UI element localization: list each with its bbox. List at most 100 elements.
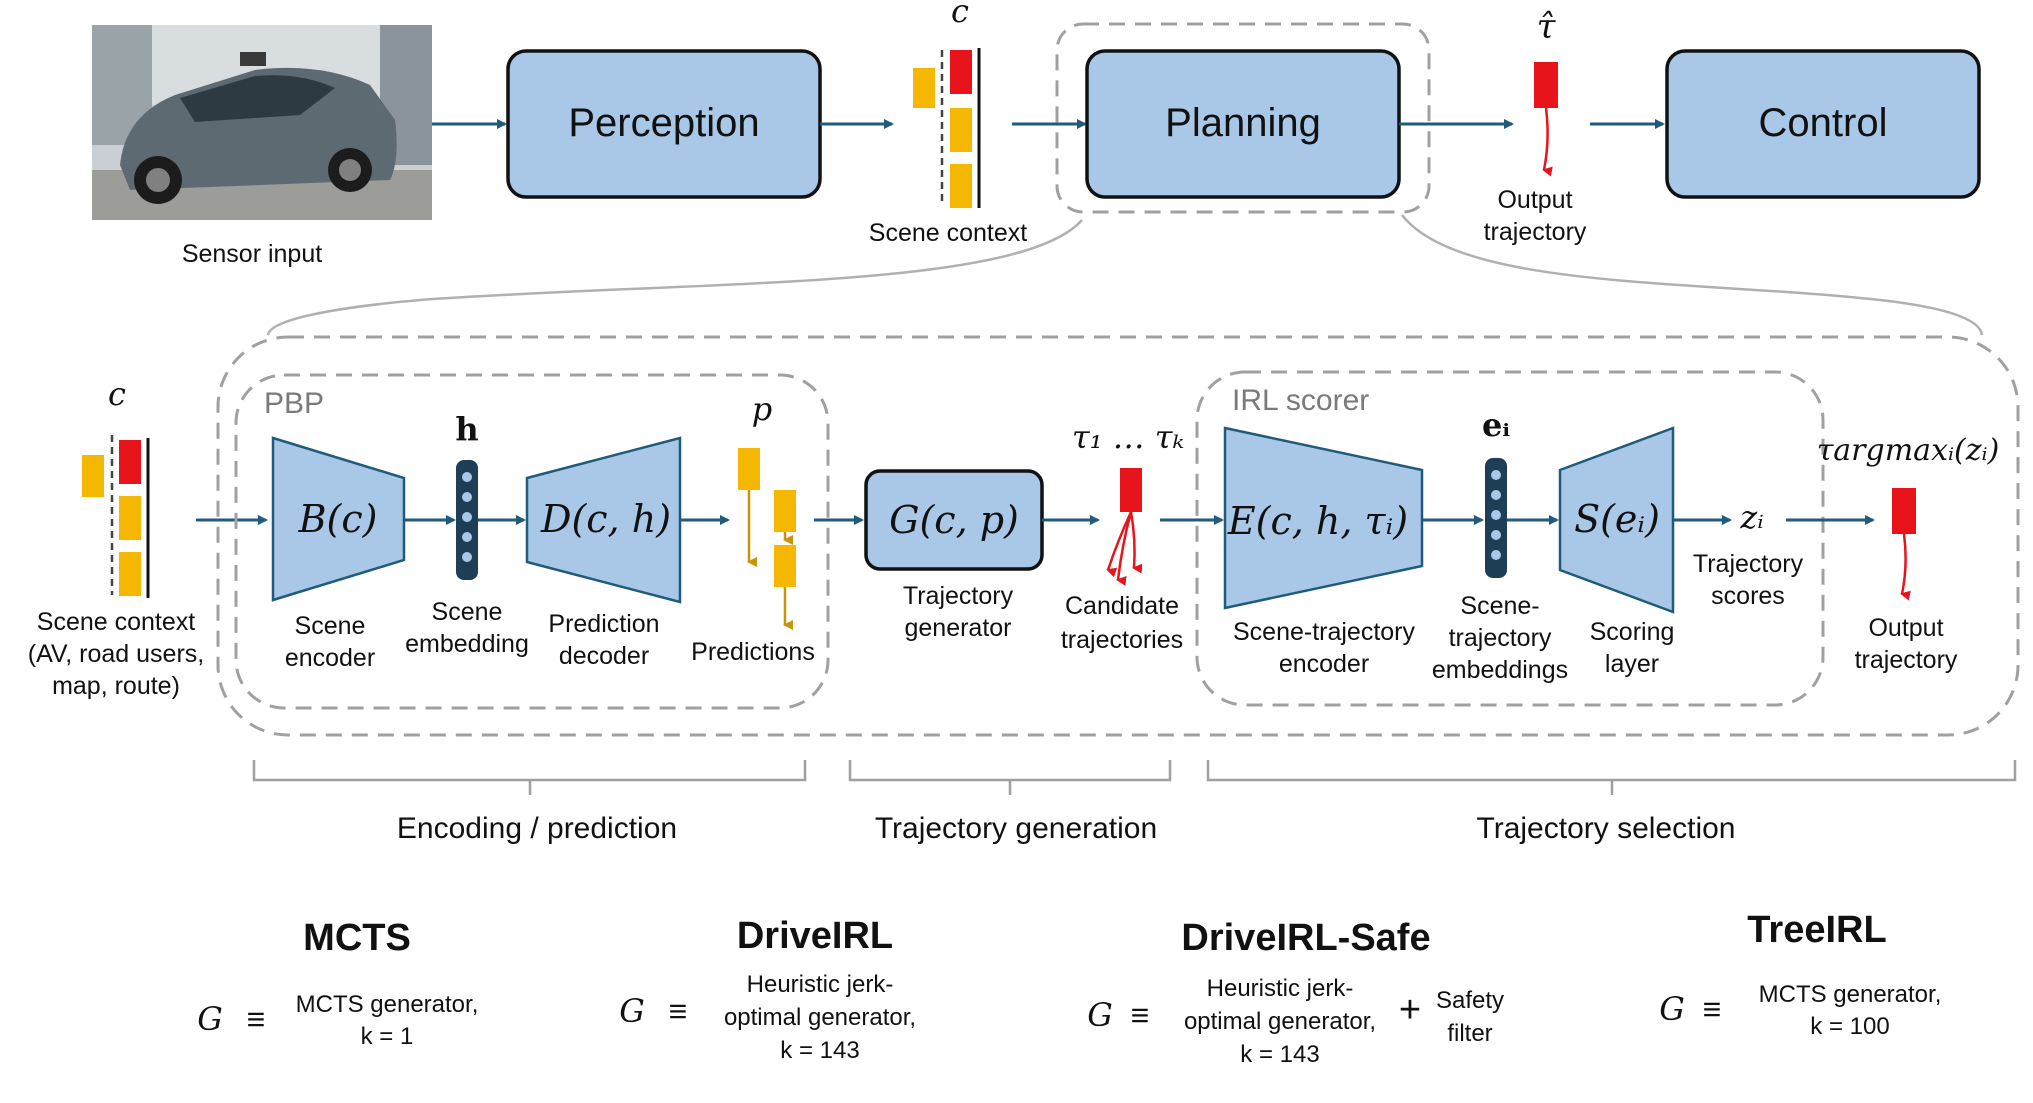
variant-treeirl-equiv: ≡: [1703, 991, 1722, 1027]
h-symbol: h: [455, 410, 478, 448]
scene-context-detail-line2: (AV, road users,: [28, 640, 204, 668]
prediction-decoder-shape: [525, 436, 682, 604]
variant-driveirl-line2: optimal generator,: [724, 1004, 916, 1031]
scene-embedding-line1: Scene: [432, 598, 503, 626]
variant-driveirl-safe-plus: +: [1399, 989, 1421, 1031]
variant-mcts-G: G: [197, 1000, 223, 1038]
trajectory-generator-fn: G(c, p): [889, 498, 1019, 542]
bracket-encoding: [252, 760, 807, 795]
scoring-layer-line2: layer: [1605, 650, 1659, 678]
variant-driveirl-line1: Heuristic jerk-: [747, 971, 894, 998]
scene-encoder-shape: [271, 436, 406, 602]
scene-encoder-line1: Scene: [295, 612, 366, 640]
variant-mcts-equiv: ≡: [247, 1001, 266, 1037]
tau-range: τ₁ … τₖ: [1072, 418, 1184, 456]
variant-treeirl-name: TreeIRL: [1747, 909, 1886, 951]
pbp-label: PBP: [264, 387, 324, 420]
candidate-trajectories-line2: trajectories: [1061, 626, 1183, 654]
scene-trajectory-encoder-line2: encoder: [1279, 650, 1369, 678]
trajectory-scores-line2: scores: [1711, 582, 1785, 610]
scene-context-label-top: Scene context: [869, 219, 1027, 247]
trajectory-scores-line1: Trajectory: [1693, 550, 1804, 578]
candidate-trajectories-line1: Candidate: [1065, 592, 1179, 620]
control-label: Control: [1759, 101, 1888, 145]
variant-driveirl-line3: k = 143: [780, 1037, 859, 1064]
planning-highlight: [1055, 22, 1431, 214]
scene-trajectory-encoder-fn: E(c, h, τᵢ): [1227, 499, 1408, 543]
planning-detail-container: [216, 335, 2020, 737]
variant-treeirl-line1: MCTS generator,: [1759, 981, 1942, 1008]
candidate-trajectories-icon: [1106, 468, 1143, 586]
stage-encoding-label: Encoding / prediction: [397, 812, 677, 845]
scene-trajectory-encoder-shape: [1223, 426, 1424, 610]
scene-trajectory-embedding-line1: Scene-: [1460, 592, 1539, 620]
variant-mcts-line1: MCTS generator,: [296, 991, 479, 1018]
scene-context-detail-line3: map, route): [52, 672, 180, 700]
planning-label: Planning: [1165, 101, 1321, 145]
variant-driveirl-safe-extra1: Safety: [1436, 987, 1504, 1014]
trajectory-generator-line1: Trajectory: [903, 582, 1014, 610]
scene-context-icon-top: [913, 48, 981, 208]
bracket-generation: [848, 760, 1172, 795]
e-i-symbol: eᵢ: [1482, 406, 1510, 444]
scene-encoder-line2: encoder: [285, 644, 375, 672]
tau-argmax: τargmaxᵢ(zᵢ): [1817, 433, 2000, 468]
stage-selection-label: Trajectory selection: [1477, 812, 1736, 845]
c-symbol-top: c: [951, 0, 969, 30]
scene-embedding-line2: embedding: [405, 630, 529, 658]
predictions-icon: [738, 448, 796, 630]
pbp-group: [234, 373, 830, 710]
variant-mcts-line2: k = 1: [361, 1023, 414, 1050]
zoom-line-right: [1401, 214, 1984, 336]
sensor-input-image: [92, 25, 432, 220]
zoom-line-left: [266, 219, 1083, 336]
variant-driveirl-safe-name: DriveIRL-Safe: [1181, 917, 1430, 959]
z-i-symbol: zᵢ: [1739, 498, 1763, 536]
variant-treeirl-G: G: [1659, 990, 1685, 1028]
variant-driveirl-safe-G: G: [1087, 996, 1113, 1034]
scene-context-detail-line1: Scene context: [37, 608, 195, 636]
variant-driveirl-safe-equiv: ≡: [1131, 997, 1150, 1033]
sensor-input-label: Sensor input: [182, 240, 322, 268]
scene-trajectory-embedding-icon: [1485, 458, 1507, 578]
variant-driveirl-safe-line2: optimal generator,: [1184, 1008, 1376, 1035]
stage-generation-label: Trajectory generation: [875, 812, 1157, 845]
variant-driveirl-name: DriveIRL: [737, 915, 893, 957]
irl-scorer-group: [1195, 370, 1825, 707]
variant-driveirl-safe-line3: k = 143: [1240, 1041, 1319, 1068]
scoring-layer-line1: Scoring: [1590, 618, 1675, 646]
scene-context-icon-detail: [82, 435, 150, 598]
irl-scorer-label: IRL scorer: [1232, 384, 1369, 417]
output-trajectory-icon-detail: [1892, 488, 1916, 601]
c-symbol-detail: c: [108, 375, 126, 413]
control-box: [1665, 49, 1981, 199]
scoring-layer-fn: S(eᵢ): [1574, 497, 1660, 541]
trajectory-generator-line2: generator: [904, 614, 1011, 642]
prediction-decoder-fn: D(c, h): [540, 497, 671, 541]
scene-trajectory-embedding-line3: embeddings: [1432, 656, 1568, 684]
prediction-decoder-line2: decoder: [559, 642, 649, 670]
variant-driveirl-safe-line1: Heuristic jerk-: [1207, 975, 1354, 1002]
prediction-decoder-line1: Prediction: [548, 610, 659, 638]
output-trajectory-top-line1: Output: [1497, 186, 1572, 214]
output-trajectory-detail-line2: trajectory: [1855, 646, 1958, 674]
perception-label: Perception: [568, 101, 759, 145]
variant-driveirl-safe-extra2: filter: [1447, 1020, 1492, 1047]
tau-hat-symbol: τ̂: [1537, 7, 1557, 47]
output-trajectory-icon-top: [1534, 62, 1558, 177]
scene-embedding-icon: [456, 460, 478, 580]
scene-encoder-fn: B(c): [298, 497, 378, 541]
scoring-layer-shape: [1558, 426, 1675, 614]
variant-treeirl-line2: k = 100: [1810, 1013, 1889, 1040]
p-symbol: p: [752, 390, 772, 428]
output-trajectory-top-line2: trajectory: [1484, 218, 1587, 246]
bracket-selection: [1206, 760, 2017, 795]
predictions-label: Predictions: [691, 638, 815, 666]
variant-mcts-name: MCTS: [303, 917, 411, 959]
variant-driveirl-G: G: [619, 992, 645, 1030]
output-trajectory-detail-line1: Output: [1868, 614, 1943, 642]
scene-trajectory-encoder-line1: Scene-trajectory: [1233, 618, 1416, 646]
variant-driveirl-equiv: ≡: [669, 993, 688, 1029]
scene-trajectory-embedding-line2: trajectory: [1449, 624, 1552, 652]
